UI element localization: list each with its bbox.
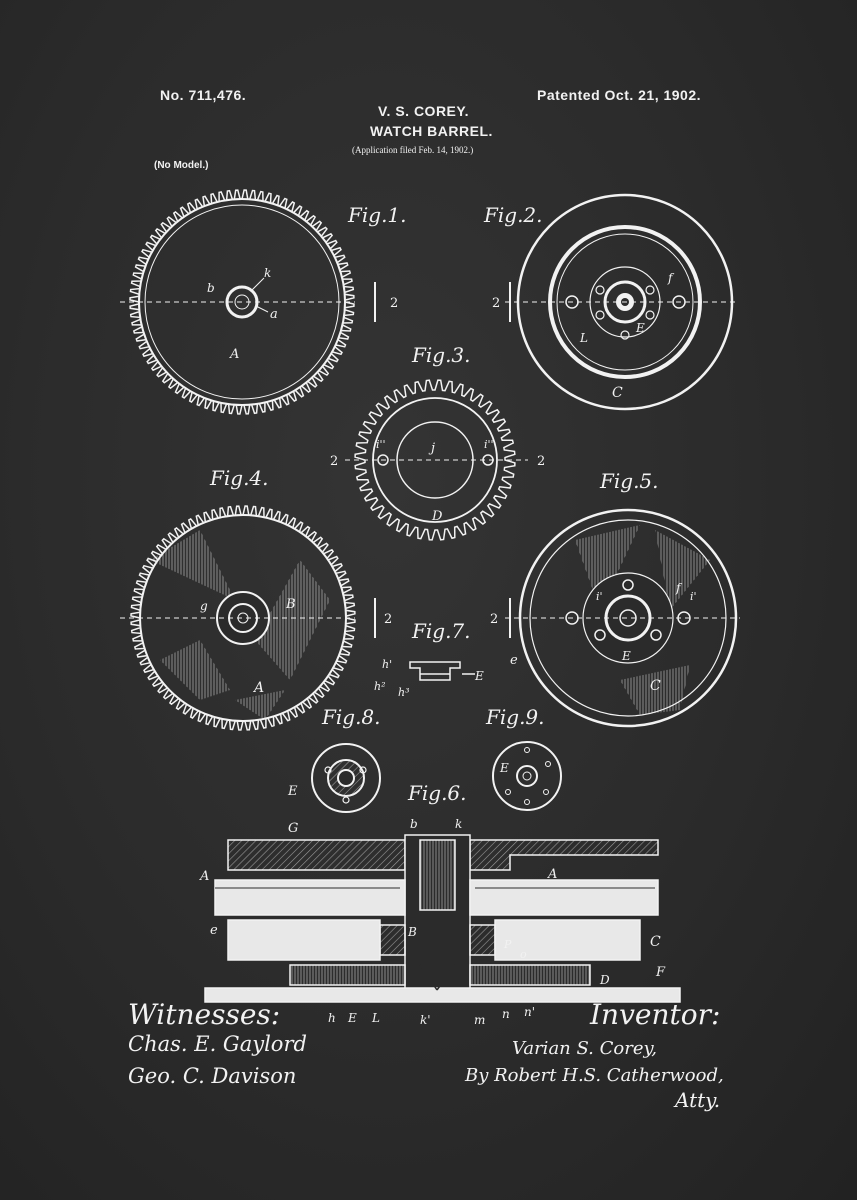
label-i-left-fig5: i' xyxy=(596,590,603,603)
label-L-fig6: L xyxy=(371,1011,380,1025)
label-b-fig6: b xyxy=(410,817,418,831)
label-C-fig5: C xyxy=(650,678,661,694)
label-m-fig6: m xyxy=(474,1013,485,1027)
fig2-caption: Fig.2. xyxy=(483,203,543,227)
inventor-heading: V. S. COREY. xyxy=(378,103,470,119)
application-date: (Application filed Feb. 14, 1902.) xyxy=(352,145,474,155)
label-G-fig6: G xyxy=(288,821,298,836)
attorney-signature: By Robert H.S. Catherwood, xyxy=(465,1065,724,1086)
label-k-prime-fig6: k' xyxy=(420,1013,431,1027)
label-A-right-fig6: A xyxy=(547,867,557,882)
label-n-prime-fig6: n' xyxy=(524,1005,535,1019)
label-E-fig9: E xyxy=(499,761,509,775)
fig1-caption: Fig.1. xyxy=(347,203,407,227)
section-2-fig2: 2 xyxy=(492,296,500,311)
label-e-fig5: e xyxy=(510,653,518,668)
label-E-fig5: E xyxy=(621,649,631,663)
label-e-fig6: e xyxy=(210,923,218,938)
label-i-right-fig3: i'' xyxy=(484,438,494,451)
label-i-right-fig5: i' xyxy=(690,590,697,603)
fig4-drawing xyxy=(120,505,376,731)
label-D-fig3: D xyxy=(431,509,443,524)
label-h2-fig7: h² xyxy=(374,680,386,693)
section-2-fig1: 2 xyxy=(390,296,398,311)
attorney-abbrev: Atty. xyxy=(675,1088,721,1112)
fig9-drawing xyxy=(492,741,562,811)
label-f-fig2: f xyxy=(667,271,675,285)
section-2-fig4: 2 xyxy=(384,612,392,627)
label-D-fig6: D xyxy=(599,973,610,987)
label-A-fig1: A xyxy=(229,347,239,362)
fig8-drawing xyxy=(311,743,381,813)
fig9-caption: Fig.9. xyxy=(485,705,545,729)
label-f-fig5: f xyxy=(675,581,683,595)
patented-date: Patented Oct. 21, 1902. xyxy=(537,87,702,103)
model-note: (No Model.) xyxy=(154,160,209,171)
label-h-prime-fig7: h' xyxy=(382,658,392,671)
fig6-drawing xyxy=(204,834,681,1003)
fig4-caption: Fig.4. xyxy=(209,466,269,490)
label-L-fig2: L xyxy=(579,331,588,345)
fig7-caption: Fig.7. xyxy=(411,619,471,643)
label-F-fig6: F xyxy=(655,965,666,980)
fig2-drawing xyxy=(505,193,738,411)
label-a-fig1: a xyxy=(270,307,278,322)
label-E-fig8: E xyxy=(287,784,298,799)
label-A-fig4: A xyxy=(252,680,264,696)
section-2-right-fig3: 2 xyxy=(537,454,545,469)
label-b-fig1: b xyxy=(207,281,215,295)
label-k-fig6: k xyxy=(455,817,462,831)
label-h-fig6: h xyxy=(328,1011,336,1025)
fig3-drawing xyxy=(345,379,528,541)
label-i-left-fig3: i'' xyxy=(376,438,386,451)
patent-number: No. 711,476. xyxy=(160,87,247,103)
label-C-fig6: C xyxy=(650,934,661,950)
label-E-fig6: E xyxy=(347,1011,357,1025)
label-g-fig4: g xyxy=(200,599,208,613)
label-n-fig6: n xyxy=(502,1007,510,1021)
fig6-caption: Fig.6. xyxy=(407,781,467,805)
section-2-left-fig3: 2 xyxy=(330,454,338,469)
label-P-fig6: P xyxy=(503,938,512,951)
witness-1-signature: Chas. E. Gaylord xyxy=(128,1032,307,1056)
witness-2-signature: Geo. C. Davison xyxy=(128,1064,297,1088)
label-B-fig4: B xyxy=(285,597,296,612)
label-h3-fig7: h³ xyxy=(398,686,410,699)
fig8-caption: Fig.8. xyxy=(321,705,381,729)
inventor-signature: Varian S. Corey, xyxy=(512,1038,657,1059)
label-o-fig6: o xyxy=(520,948,527,961)
witnesses-label: Witnesses: xyxy=(128,998,281,1031)
fig7-drawing xyxy=(409,661,475,681)
patent-title: WATCH BARREL. xyxy=(370,123,493,139)
label-E-fig2: E xyxy=(635,321,645,335)
section-2-fig5: 2 xyxy=(490,612,498,627)
label-B-fig6: B xyxy=(407,925,417,939)
fig1-drawing xyxy=(120,189,376,415)
fig5-drawing xyxy=(505,508,740,728)
label-A-left-fig6: A xyxy=(199,869,209,884)
label-k-fig1: k xyxy=(264,266,271,280)
label-j-fig3: j xyxy=(428,441,435,456)
fig3-caption: Fig.3. xyxy=(411,343,471,367)
fig5-caption: Fig.5. xyxy=(599,469,659,493)
label-C-fig2: C xyxy=(612,385,623,401)
inventor-label: Inventor: xyxy=(590,998,721,1031)
label-E-fig7: E xyxy=(474,669,484,683)
